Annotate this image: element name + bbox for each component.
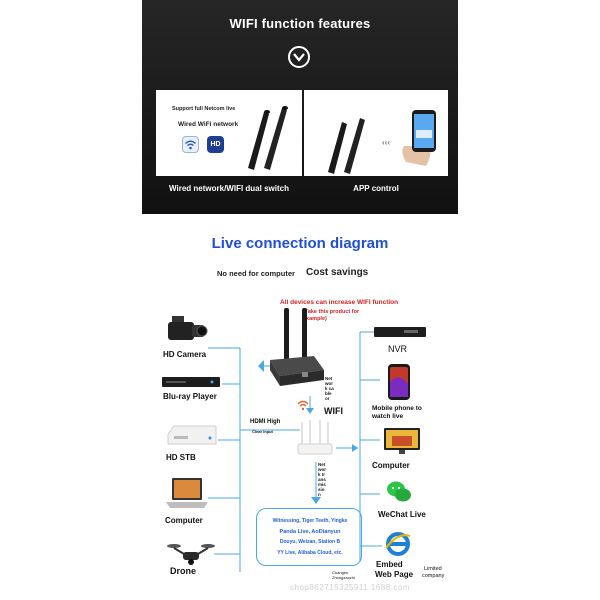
banner-title: WIFI function features [229, 16, 371, 31]
shop-watermark: shop862715325911 1688.com [290, 583, 410, 592]
hdmi-sub-label: Clear input [252, 429, 273, 434]
company-label: company [422, 573, 445, 579]
router-icon [297, 420, 333, 455]
wifi-signal-icon [297, 400, 309, 411]
card-line-netcom: Support full Netcom live [172, 106, 236, 112]
hd-icon: HD [207, 136, 224, 153]
limited-label: Limited [424, 566, 442, 572]
no-computer-label: No need for computer [217, 269, 295, 278]
transmission-label: Network transmission [318, 462, 327, 497]
diagram-title: Live connection diagram [211, 235, 389, 252]
cost-savings-label: Cost savings [306, 267, 369, 278]
platform-line: YY Live, Alibaba Cloud, etc. [277, 549, 343, 556]
antenna-icon [248, 106, 288, 170]
output-web-embed: Embed [376, 560, 403, 569]
wifi-label: WIFI [324, 406, 343, 416]
output-phone: Mobile phone to [372, 405, 422, 412]
ie-browser-icon [385, 532, 411, 556]
wired-wifi-card: Support full Netcom live Wired WiFi netw… [156, 90, 302, 176]
platform-line: Douyu, Weizan, Station B [279, 539, 341, 545]
video-camera-icon [168, 316, 208, 340]
chevron-down-icon [288, 46, 310, 68]
network-cable-label: Network cable or [325, 376, 334, 401]
features-banner: WIFI function features Support full Netc… [142, 0, 458, 214]
changes-sub-label: Zhongzaozhi [332, 575, 355, 580]
source-computer: Computer [165, 516, 203, 525]
output-wechat: WeChat Live [378, 510, 426, 519]
wechat-icon [387, 481, 411, 502]
platform-list: Witnessing, Tiger Teeth, Yingke Panda Li… [258, 516, 362, 558]
set-top-box-icon [167, 425, 217, 445]
wifi-note-example: (Take this product for example) [303, 309, 360, 322]
source-hd-camera: HD Camera [163, 350, 207, 359]
platform-line: Panda Live, AoDianyun [279, 528, 341, 535]
output-web-page: Web Page [375, 570, 414, 579]
output-phone-line2: watch live [372, 413, 404, 420]
platform-box [256, 508, 362, 566]
signal-arrows-icon: ‹‹‹ [382, 138, 390, 147]
app-control-caption: APP control [353, 184, 399, 193]
source-drone: Drone [170, 566, 197, 576]
card-line-wired-wifi: Wired WiFi network [178, 121, 239, 128]
bluray-player-icon [162, 377, 220, 387]
encoder-device-icon [270, 308, 324, 386]
mobile-phone-icon [388, 364, 410, 400]
wifi-note: All devices can increase WIFI function [280, 299, 399, 306]
nvr-icon [374, 327, 426, 337]
source-hd-stb: HD STB [166, 453, 196, 462]
changes-label: Changes [332, 570, 349, 575]
source-bluray-player: Blu-ray Player [163, 392, 217, 401]
wifi-icon [182, 136, 199, 153]
smartphone-icon [402, 110, 436, 166]
laptop-icon [166, 478, 208, 508]
drone-icon [167, 544, 215, 565]
hdmi-label: HDMI High [250, 419, 281, 425]
antenna-icon [328, 118, 365, 174]
platform-line: Witnessing, Tiger Teeth, Yingke [272, 518, 348, 524]
app-control-card: ‹‹‹ [304, 90, 448, 176]
dual-switch-caption: Wired network/WIFI dual switch [169, 184, 289, 193]
output-nvr: NVR [388, 344, 408, 354]
monitor-icon [384, 428, 420, 454]
output-computer: Computer [372, 461, 410, 470]
